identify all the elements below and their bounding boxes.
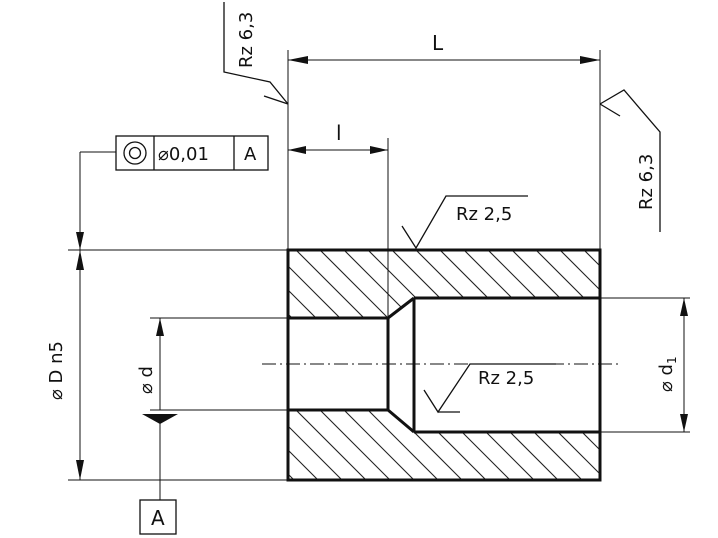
- hatch-line: [367, 410, 439, 480]
- dim-label-counterbore-diameter: ⌀ d1: [656, 356, 679, 392]
- hatch-line: [288, 250, 343, 318]
- finish-label-right: Rz 6,3: [636, 154, 657, 210]
- fcf-tolerance: ⌀0,01: [158, 144, 209, 165]
- hatch-line: [295, 410, 367, 480]
- finish-label-left: Rz 6,3: [236, 12, 257, 68]
- surface-finish-left-face: Rz 6,3: [223, 2, 289, 105]
- surface-finish-bore: Rz 2,5: [423, 363, 556, 414]
- dimension-overall-length: L: [287, 31, 601, 250]
- datum-label: A: [151, 506, 165, 530]
- hatch-line: [200, 410, 270, 480]
- dim-label-counterbore-subscript: 1: [665, 356, 679, 364]
- dimension-outer-diameter: ⌀ D n5: [46, 249, 288, 481]
- fcf-leader: [76, 151, 116, 250]
- hatch-line: [632, 410, 702, 480]
- concentricity-icon: [123, 141, 147, 165]
- dim-label-l: l: [336, 121, 342, 145]
- part-outline: [286, 248, 602, 482]
- fcf-datum: A: [244, 144, 257, 165]
- dimension-bore-diameter: ⌀ d: [136, 317, 288, 411]
- hatch-line: [295, 250, 367, 318]
- finish-label-outer: Rz 2,5: [456, 204, 512, 225]
- hatch-line: [704, 410, 718, 480]
- dim-label-L: L: [432, 31, 444, 55]
- hatch-line: [288, 410, 343, 480]
- dimension-counterbore-diameter: ⌀ d1: [600, 297, 690, 433]
- surface-finish-right-face: Rz 6,3: [599, 89, 661, 232]
- hatch-line: [656, 250, 718, 320]
- datum-feature: A: [139, 414, 178, 535]
- hatch-line: [319, 250, 391, 318]
- dim-label-bore-diameter: ⌀ d: [136, 366, 157, 394]
- hatch-line: [288, 250, 319, 318]
- hatch-line: [704, 250, 718, 320]
- section-hatch-top: [200, 250, 718, 320]
- surface-finish-outer: Rz 2,5: [401, 195, 528, 250]
- dim-label-outer-diameter: ⌀ D n5: [46, 341, 67, 400]
- hatch-line: [288, 250, 295, 318]
- hatch-line: [632, 250, 702, 320]
- dimension-step-length: l: [288, 121, 389, 318]
- feature-control-frame: ⌀0,01 A: [115, 135, 269, 171]
- section-hatch-bottom: [200, 410, 718, 480]
- hatch-line: [288, 410, 319, 480]
- hatch-line: [559, 250, 600, 318]
- hatch-line: [656, 410, 718, 480]
- hatch-line: [608, 250, 678, 320]
- hatch-line: [343, 410, 415, 480]
- hatch-line: [200, 250, 270, 320]
- hatch-line: [583, 250, 600, 318]
- finish-label-bore: Rz 2,5: [478, 368, 534, 389]
- hatch-line: [608, 410, 678, 480]
- hatch-line: [288, 410, 295, 480]
- hatch-line: [319, 410, 391, 480]
